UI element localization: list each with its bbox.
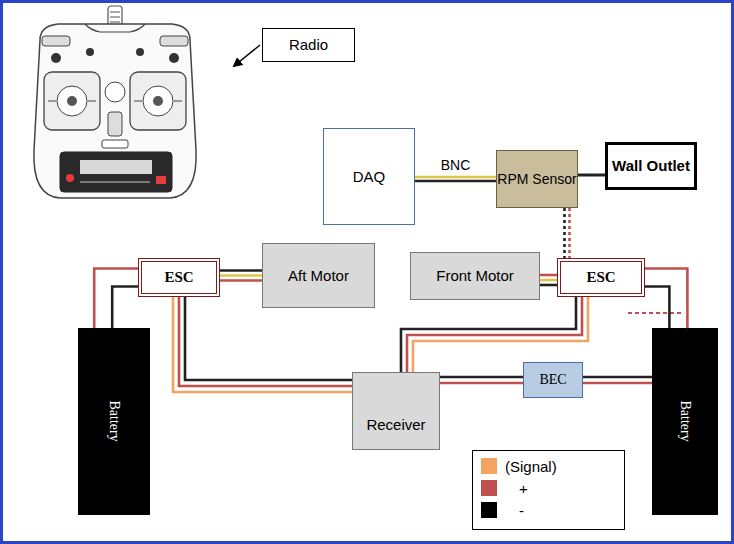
bec-box: BEC [523, 362, 583, 398]
motor-box: Aft Motor [262, 243, 375, 308]
esc-box: ESC [138, 258, 220, 297]
wire-bundle [645, 269, 687, 329]
node-label: DAQ [353, 168, 386, 185]
battery-box: Battery [78, 328, 150, 515]
node-label: Battery [677, 401, 693, 442]
legend-row: - [481, 501, 524, 519]
wire-bundle [220, 271, 262, 281]
node-label: Aft Motor [288, 267, 349, 284]
sensor-box: RPM Sensor [496, 150, 578, 208]
node-label: BEC [539, 372, 566, 388]
outlet-box: Wall Outlet [605, 142, 697, 190]
node-label: Receiver [366, 416, 425, 433]
node-label: Battery [106, 401, 122, 442]
legend-row: (Signal) [481, 457, 557, 475]
motor-box: Front Motor [410, 252, 540, 300]
wire-bundle [173, 297, 352, 392]
callout-box: Radio [262, 28, 355, 62]
node-label: Radio [289, 36, 328, 53]
wire-bundle [440, 377, 523, 383]
node-label: RPM Sensor [497, 171, 576, 187]
wire-bundle [401, 297, 588, 372]
wire-bundle [94, 269, 138, 329]
esc-box: ESC [557, 258, 645, 297]
battery-box: Battery [652, 328, 718, 515]
wire-bundle [415, 177, 496, 181]
wire-bundle [583, 377, 652, 383]
wire-bundle [578, 175, 605, 176]
legend-row: + [481, 479, 528, 497]
wire-bundle [565, 208, 570, 258]
legend-swatch [481, 480, 497, 496]
node-label: Wall Outlet [612, 157, 690, 174]
receiver-box: Receiver [352, 372, 440, 450]
node-label: ESC [164, 269, 193, 286]
wire-bundle [540, 275, 557, 285]
legend-swatch [481, 458, 497, 474]
legend-box: (Signal) + - [472, 450, 625, 530]
node-label: Front Motor [436, 267, 514, 284]
legend-label: (Signal) [505, 458, 557, 475]
connector-label: BNC [439, 158, 473, 173]
legend-label: + [519, 480, 528, 497]
node-label: ESC [586, 269, 615, 286]
legend-label: - [519, 502, 524, 519]
legend-swatch [481, 502, 497, 518]
daq-box: DAQ [323, 128, 415, 225]
